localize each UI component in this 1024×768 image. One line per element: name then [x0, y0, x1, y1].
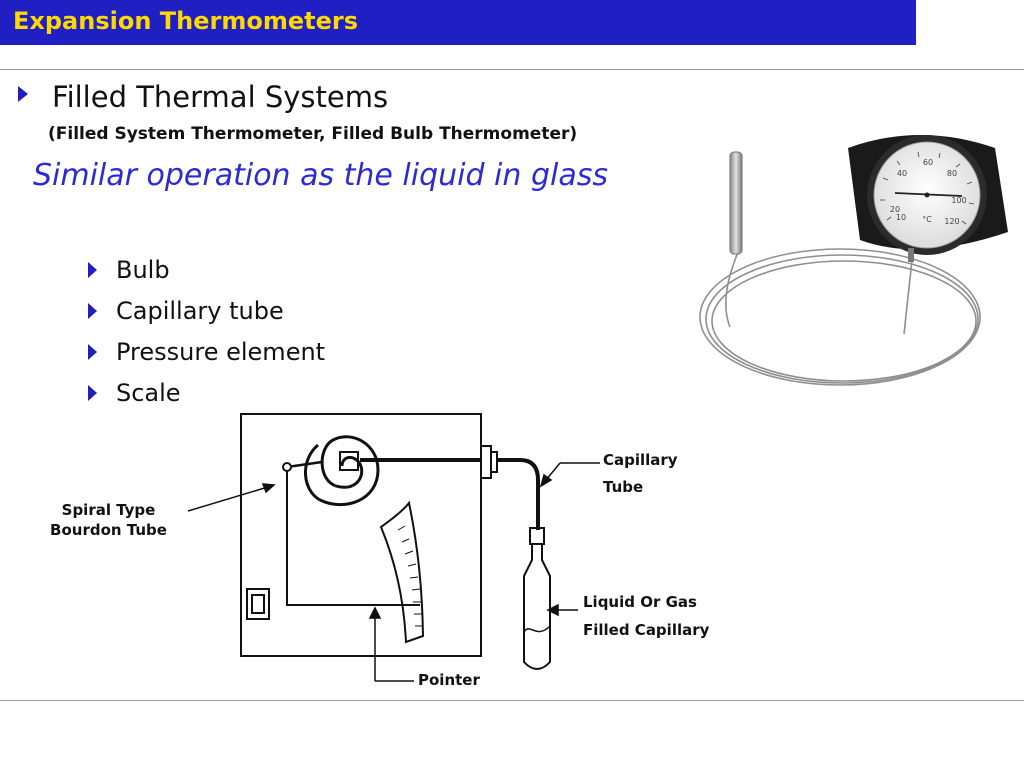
dial-hub	[924, 192, 930, 198]
label-spiral-bourdon-tube: Spiral Type Bourdon Tube	[36, 500, 181, 540]
dial-number: 80	[947, 169, 957, 178]
bullet-arrow-icon	[18, 86, 28, 102]
bottom-divider	[0, 700, 1024, 701]
filled-system-diagram	[187, 413, 600, 682]
slide-title: Expansion Thermometers	[13, 7, 358, 35]
filled-bulb	[523, 543, 551, 670]
dial-number: 20	[890, 205, 900, 214]
thermometer-photo: 20 40 60 80 100 120 10 °C	[699, 135, 1008, 386]
list-item-label: Pressure element	[116, 338, 326, 366]
bullet-arrow-icon	[88, 303, 97, 319]
callout-line-spiral	[187, 486, 269, 512]
bulb-rod	[729, 151, 743, 255]
list-item: Capillary tube	[86, 293, 325, 334]
bullet-arrow-icon	[88, 262, 97, 278]
component-list: Bulb Capillary tube Pressure element Sca…	[86, 252, 325, 416]
list-item: Pressure element	[86, 334, 325, 375]
label-line: Spiral Type	[61, 501, 156, 519]
bullet-arrow-icon	[88, 385, 97, 401]
list-item: Scale	[86, 375, 325, 416]
scale-ticks	[397, 525, 423, 627]
dial-number: 100	[951, 196, 966, 205]
lead-text: Similar operation as the liquid in glass	[33, 158, 608, 193]
spiral-bourdon-tube	[304, 435, 380, 506]
label-line: Tube	[603, 478, 644, 496]
pointer-pivot	[246, 588, 270, 620]
label-line: Liquid Or Gas	[583, 593, 697, 611]
dial-number: 60	[923, 158, 933, 167]
arrow-icon	[546, 603, 559, 617]
list-item-label: Capillary tube	[116, 297, 284, 325]
section-heading: Filled Thermal Systems	[52, 80, 389, 114]
dial-number: 120	[944, 217, 959, 226]
label-line: Capillary	[603, 451, 678, 469]
list-item: Bulb	[86, 252, 325, 293]
title-bar: Expansion Thermometers	[0, 0, 916, 45]
dial-unit: °C	[922, 215, 932, 224]
label-capillary-tube: Capillary Tube	[603, 447, 678, 501]
arrow-icon	[368, 606, 382, 619]
dial-stem	[908, 248, 914, 262]
label-pointer: Pointer	[418, 671, 480, 689]
arrow-icon	[539, 473, 553, 488]
label-filled-capillary: Liquid Or Gas Filled Capillary	[583, 588, 709, 644]
section-subheading: (Filled System Thermometer, Filled Bulb …	[48, 124, 578, 144]
top-divider	[0, 69, 1024, 70]
list-item-label: Scale	[116, 379, 181, 407]
dial-number: 10	[896, 213, 906, 222]
linkage-arm	[286, 460, 323, 469]
bulb-neck	[529, 527, 545, 545]
pointer	[286, 470, 420, 606]
wall-fitting	[480, 445, 492, 479]
bullet-arrow-icon	[88, 344, 97, 360]
list-item-label: Bulb	[116, 256, 170, 284]
arrow-icon	[261, 483, 276, 494]
label-line: Filled Capillary	[583, 621, 710, 639]
gauge-housing	[240, 413, 482, 657]
capillary-coil	[699, 248, 981, 386]
dial-number: 40	[897, 169, 907, 178]
label-line: Bourdon Tube	[50, 521, 167, 539]
capillary-line	[360, 458, 540, 530]
curved-scale	[379, 500, 425, 644]
dial-ticks	[880, 151, 975, 225]
